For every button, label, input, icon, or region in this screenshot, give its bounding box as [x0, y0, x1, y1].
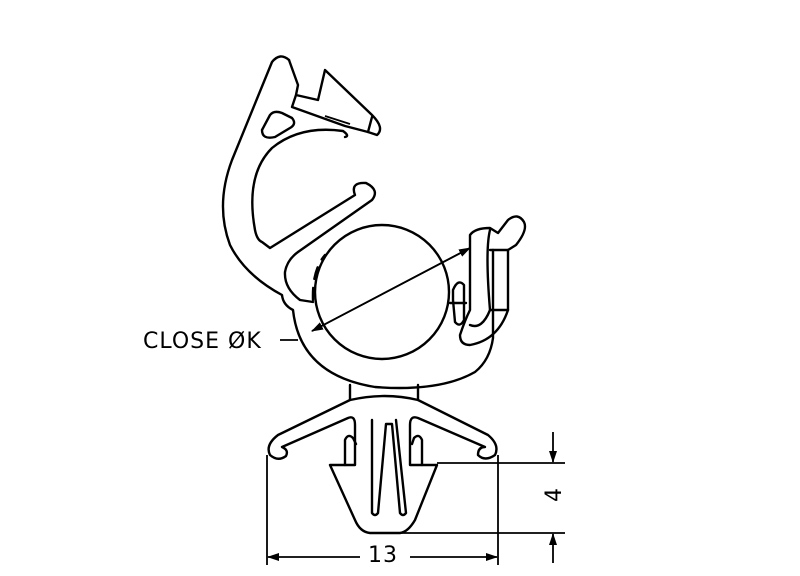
clip-hook: [287, 58, 382, 137]
clip-base-wings: [267, 394, 498, 535]
cable-circle: [313, 223, 451, 361]
close-diameter-label: CLOSE ØK: [143, 329, 262, 354]
clip-window: [260, 110, 296, 139]
clip-outer-body: [221, 55, 495, 390]
clip-inner-arc: [251, 128, 377, 304]
clip-latch: [458, 215, 527, 347]
height-dimension-label: 4: [542, 487, 567, 502]
width-dimension-label: 13: [368, 543, 398, 568]
